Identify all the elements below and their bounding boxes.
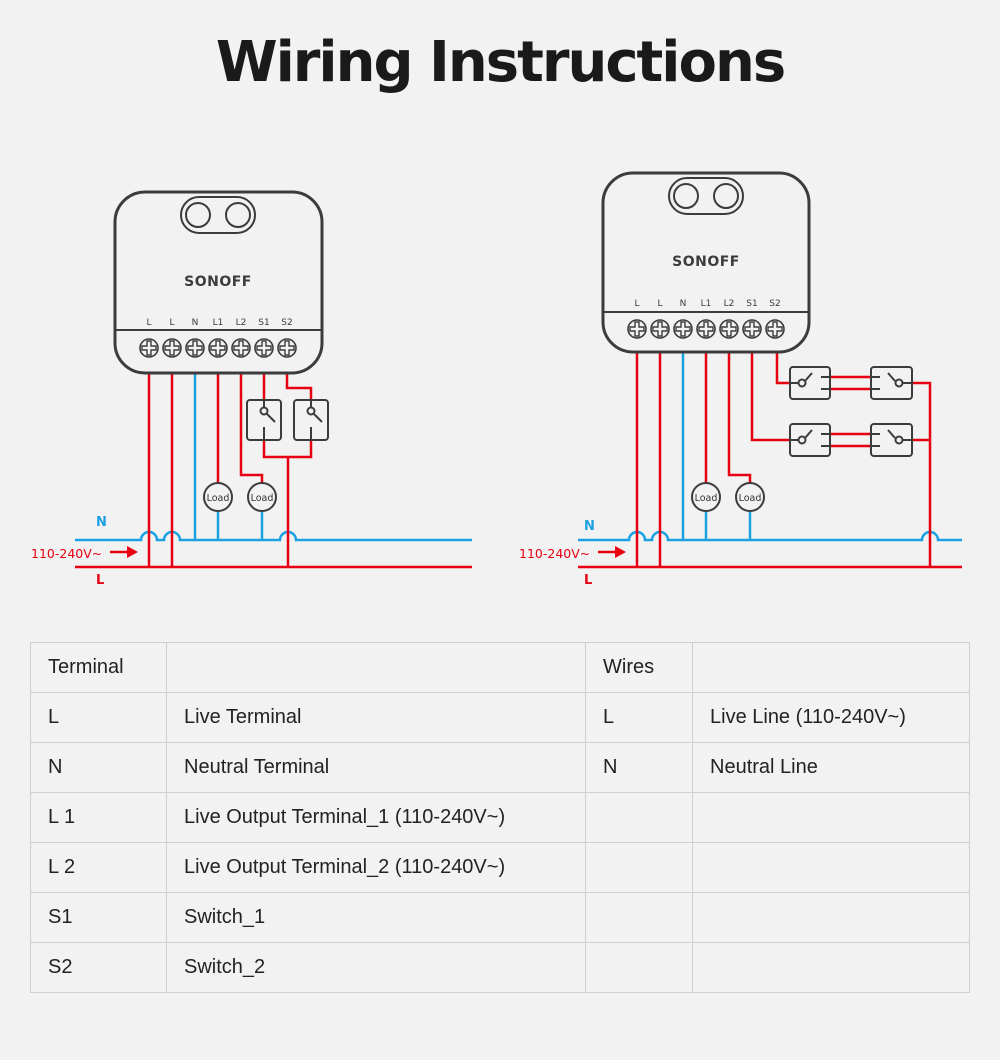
two-way-switch-icon	[789, 423, 831, 457]
terminal-label: N	[192, 318, 199, 328]
wire-desc-cell	[692, 842, 970, 893]
terminal-label: L	[657, 299, 662, 309]
terminal-desc-cell: Live Output Terminal_1 (110-240V~)	[166, 792, 586, 843]
load-icon: Load	[247, 482, 277, 512]
header-wires: Wires	[585, 642, 693, 693]
header-terminal: Terminal	[30, 642, 167, 693]
wiring-diagrams: SONOFF L L N L1 L2 S1 S2	[31, 171, 962, 588]
two-way-switch-icon	[789, 366, 831, 400]
terminal-label: L	[169, 318, 174, 328]
wire-desc-cell: Neutral Line	[692, 742, 970, 793]
switch-icon	[293, 399, 329, 441]
wire-cell: N	[585, 742, 693, 793]
terminal-label: L	[634, 299, 639, 309]
svg-text:Load: Load	[207, 493, 230, 504]
terminal-label: L	[146, 318, 151, 328]
terminal-cell: S1	[30, 892, 167, 943]
terminal-label: S1	[258, 318, 269, 328]
terminal-table: Terminal Wires L Live Terminal L Live Li…	[30, 642, 970, 993]
switch-icon	[246, 399, 282, 441]
page-title: Wiring Instructions	[215, 30, 786, 95]
table-row: S2 Switch_2	[30, 942, 970, 993]
terminal-label: L1	[213, 318, 224, 328]
neutral-label: N	[584, 519, 595, 534]
sonoff-device: SONOFF L L N L1 L2 S1 S2	[601, 171, 811, 354]
wire-desc-cell	[692, 942, 970, 993]
button-icon	[185, 202, 211, 228]
terminal-label: N	[680, 299, 687, 309]
header-wires-desc	[692, 642, 970, 693]
two-way-switch-icon	[870, 423, 913, 457]
terminal-desc-cell: Switch_2	[166, 942, 586, 993]
live-wires	[578, 340, 962, 569]
terminal-desc-cell: Neutral Terminal	[166, 742, 586, 793]
terminal-label: S2	[769, 299, 780, 309]
load-icon: Load	[203, 482, 233, 512]
neutral-label: N	[96, 515, 107, 530]
svg-text:Load: Load	[695, 493, 718, 504]
brand-logo: SONOFF	[672, 254, 740, 270]
terminal-cell: L	[30, 692, 167, 743]
terminal-label: L1	[701, 299, 712, 309]
led-icon	[713, 183, 739, 209]
terminal-desc-cell: Live Output Terminal_2 (110-240V~)	[166, 842, 586, 893]
table-row: S1 Switch_1	[30, 892, 970, 943]
table-row: L 1 Live Output Terminal_1 (110-240V~)	[30, 792, 970, 843]
terminal-cell: S2	[30, 942, 167, 993]
wire-cell	[585, 942, 693, 993]
wire-desc-cell	[692, 792, 970, 843]
terminal-label: S1	[746, 299, 757, 309]
wire-cell	[585, 892, 693, 943]
wire-cell	[585, 792, 693, 843]
button-icon	[673, 183, 699, 209]
wire-desc-cell: Live Line (110-240V~)	[692, 692, 970, 743]
table-row: L Live Terminal L Live Line (110-240V~)	[30, 692, 970, 743]
diagram-single-switch: SONOFF L L N L1 L2 S1 S2	[31, 190, 472, 588]
load-icon: Load	[735, 482, 765, 512]
wire-desc-cell	[692, 892, 970, 943]
terminal-cell: L 1	[30, 792, 167, 843]
terminal-cell: L 2	[30, 842, 167, 893]
brand-logo: SONOFF	[184, 274, 252, 290]
table-row: N Neutral Terminal N Neutral Line	[30, 742, 970, 793]
diagram-two-way-switch: SONOFF L L N L1 L2 S1 S2	[519, 171, 962, 588]
svg-text:Load: Load	[739, 493, 762, 504]
sonoff-device: SONOFF L L N L1 L2 S1 S2	[113, 190, 324, 375]
voltage-label: 110-240V~	[31, 546, 102, 561]
svg-text:Load: Load	[251, 493, 274, 504]
load-icon: Load	[691, 482, 721, 512]
terminal-desc-cell: Switch_1	[166, 892, 586, 943]
live-label: L	[96, 573, 104, 588]
terminal-desc-cell: Live Terminal	[166, 692, 586, 743]
live-label: L	[584, 573, 592, 588]
wire-cell	[585, 842, 693, 893]
terminal-label: L2	[724, 299, 735, 309]
terminal-label: S2	[281, 318, 292, 328]
terminal-label: L2	[236, 318, 247, 328]
table-header-row: Terminal Wires	[30, 642, 970, 693]
table-row: L 2 Live Output Terminal_2 (110-240V~)	[30, 842, 970, 893]
neutral-wires	[75, 360, 472, 542]
led-icon	[225, 202, 251, 228]
two-way-switch-icon	[870, 366, 913, 400]
header-terminal-desc	[166, 642, 586, 693]
voltage-label: 110-240V~	[519, 546, 590, 561]
wire-cell: L	[585, 692, 693, 743]
live-wires	[75, 360, 472, 569]
terminal-cell: N	[30, 742, 167, 793]
